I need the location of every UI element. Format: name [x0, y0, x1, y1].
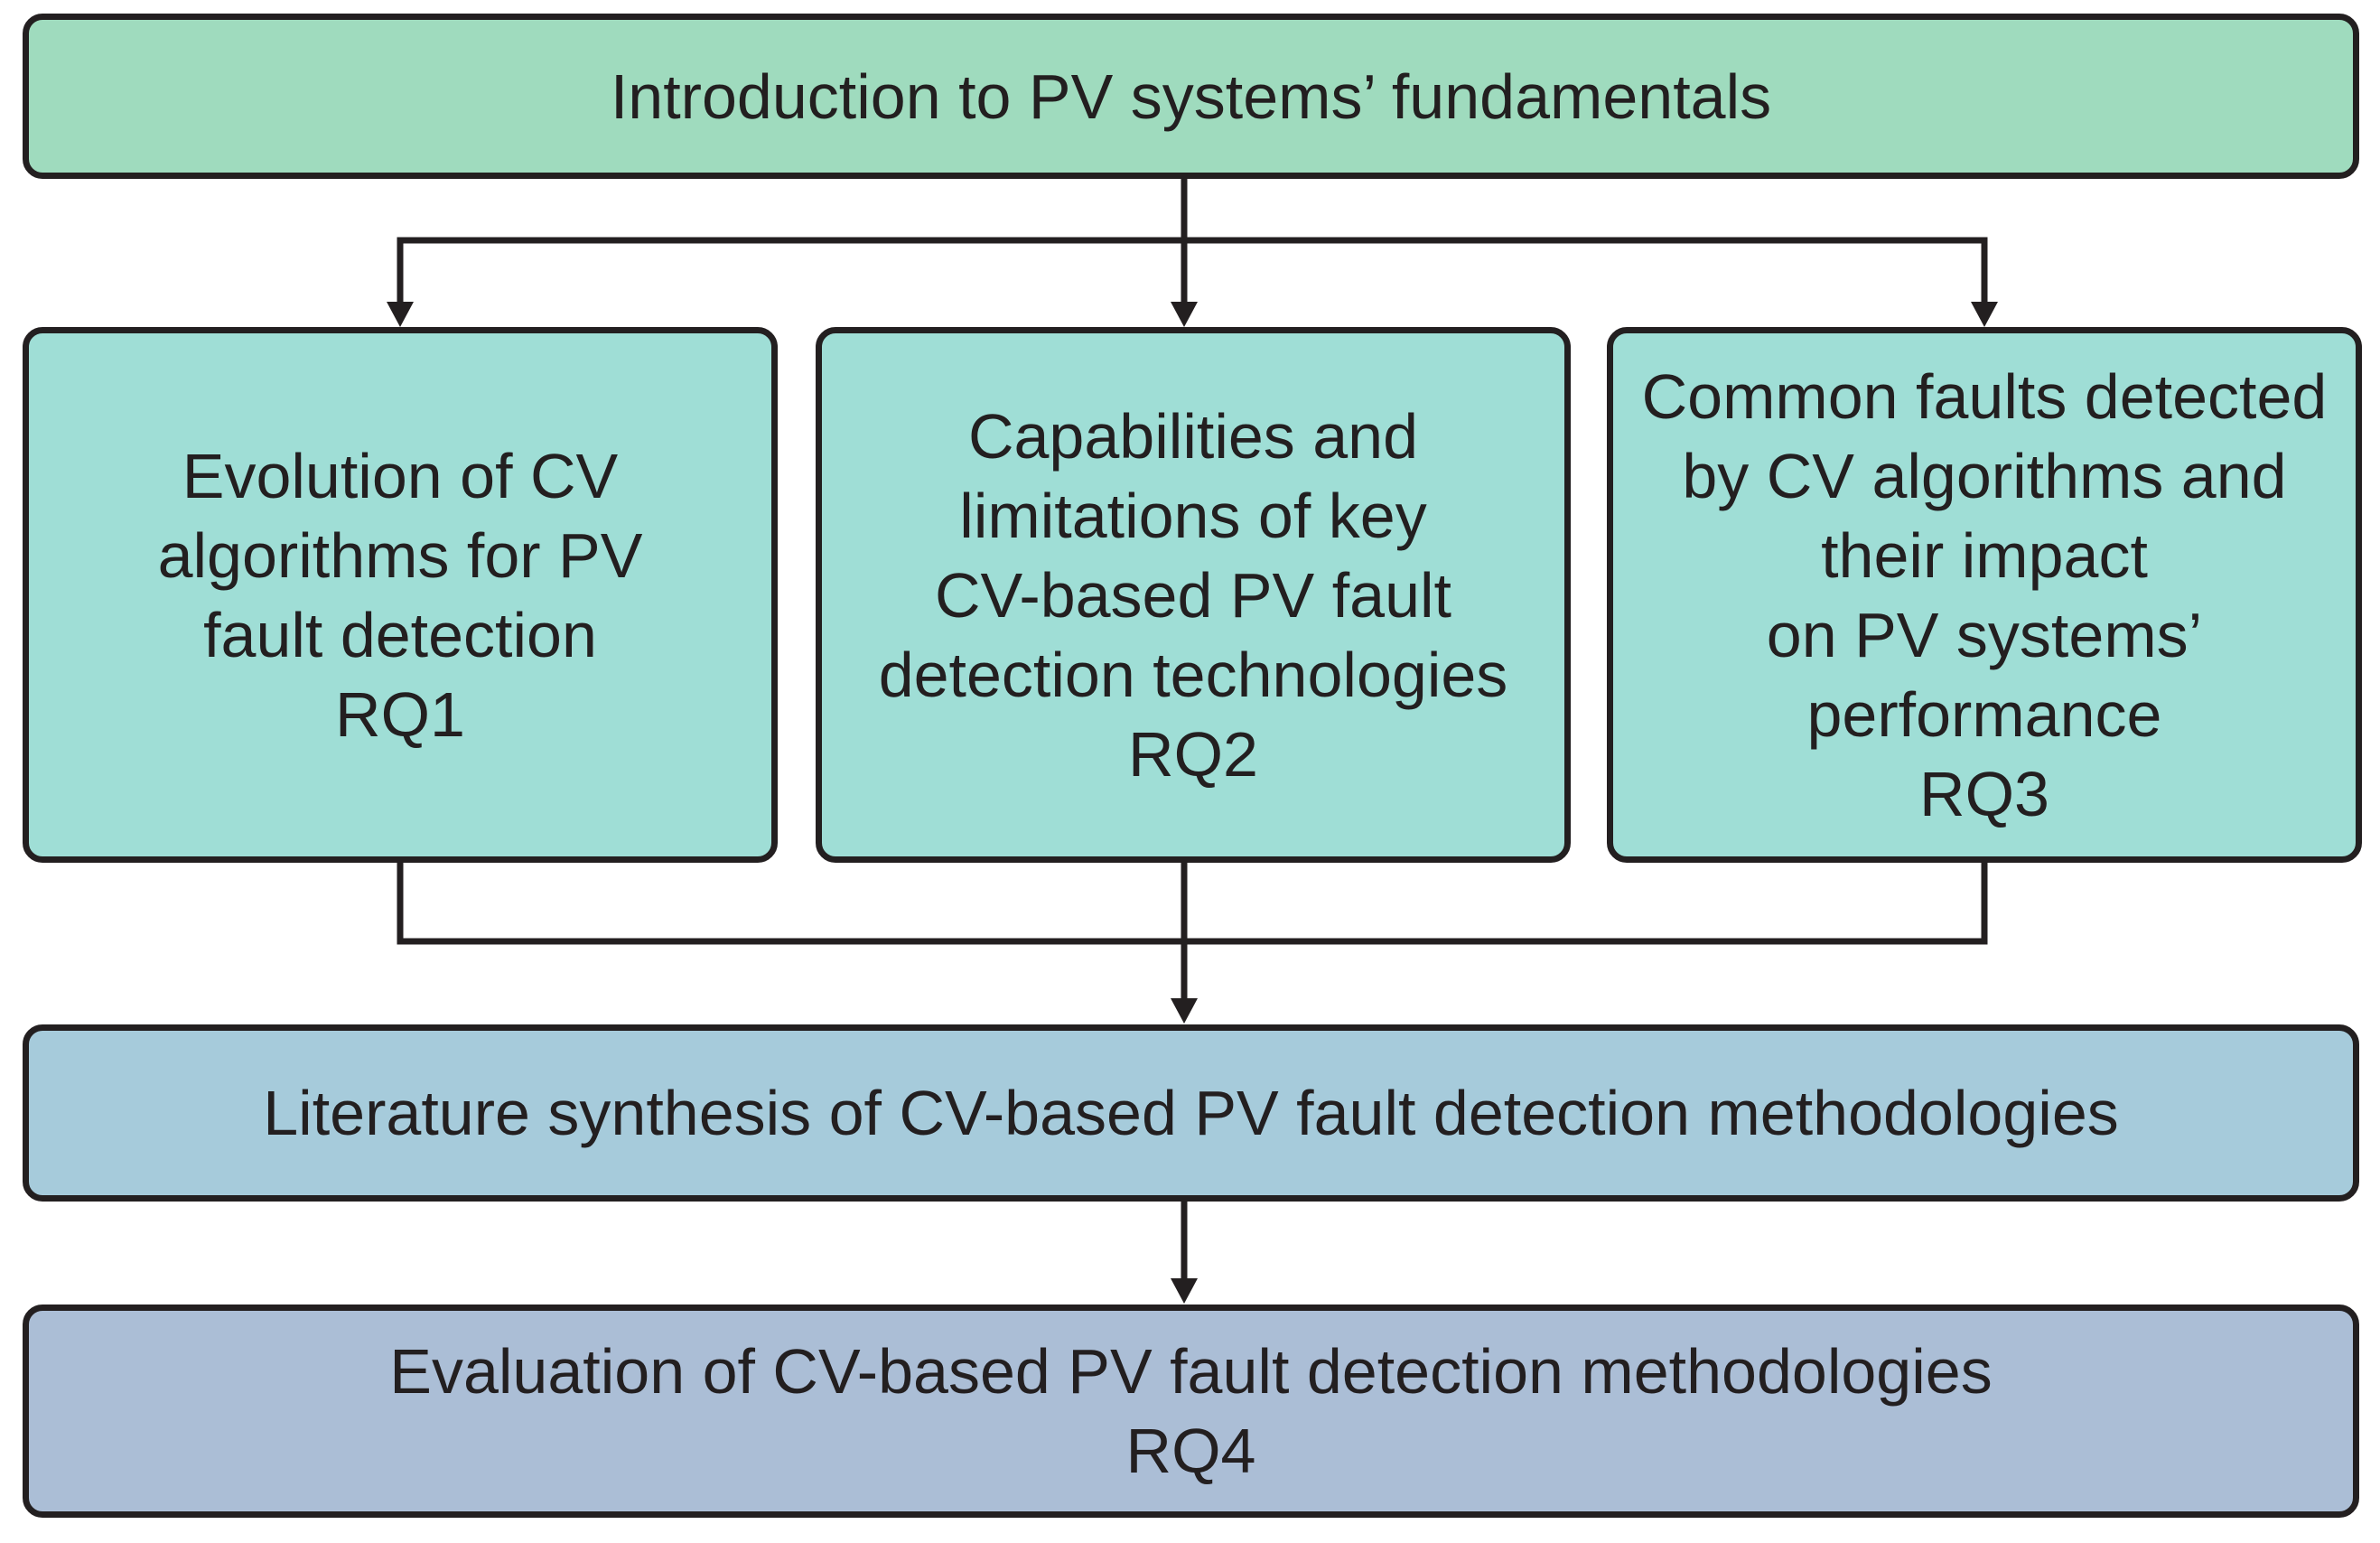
evaluation-box: Evaluation of CV-based PV fault detectio…: [23, 1305, 2359, 1518]
rq1-text: Evolution of CV algorithms for PV fault …: [158, 436, 643, 754]
rq3-line: Common faults detected: [1641, 360, 2328, 432]
evaluation-text: Evaluation of CV-based PV fault detectio…: [389, 1332, 1992, 1491]
rq1-line: Evolution of CV: [182, 440, 619, 511]
rq1-line: algorithms for PV: [157, 519, 643, 591]
evaluation-line: Evaluation of CV-based PV fault detectio…: [389, 1336, 1993, 1407]
synthesis-box: Literature synthesis of CV-based PV faul…: [23, 1024, 2359, 1202]
synthesis-text: Literature synthesis of CV-based PV faul…: [263, 1073, 2119, 1153]
arrowhead-rq3: [1971, 302, 1998, 327]
intro-line: Introduction to PV systems’ fundamentals: [610, 61, 1772, 132]
rq3-line: performance: [1806, 678, 2162, 750]
rq2-label: RQ2: [1128, 718, 1258, 790]
arrowhead-rq1: [387, 302, 414, 327]
intro-text: Introduction to PV systems’ fundamentals: [611, 57, 1771, 136]
rq3-label: RQ3: [1919, 758, 2049, 829]
arrowhead-synthesis: [1171, 998, 1198, 1024]
rq3-line: their impact: [1821, 519, 2148, 591]
intro-box: Introduction to PV systems’ fundamentals: [23, 14, 2359, 179]
synthesis-line: Literature synthesis of CV-based PV faul…: [263, 1078, 2119, 1148]
rq3-line: by CV algorithms and: [1682, 440, 2287, 511]
rq3-text: Common faults detected by CV algorithms …: [1642, 357, 2328, 834]
rq2-line: Capabilities and: [967, 400, 1419, 472]
rq2-line: limitations of key: [959, 480, 1427, 551]
rq1-label: RQ1: [335, 678, 465, 750]
rq2-box: Capabilities and limitations of key CV-b…: [816, 327, 1571, 863]
rq2-line: detection technologies: [878, 639, 1508, 710]
rq2-line: CV-based PV fault: [935, 559, 1451, 631]
rq1-box: Evolution of CV algorithms for PV fault …: [23, 327, 778, 863]
evaluation-label: RQ4: [1125, 1416, 1256, 1486]
arrowhead-rq2: [1171, 302, 1198, 327]
rq1-line: fault detection: [203, 599, 597, 670]
rq2-text: Capabilities and limitations of key CV-b…: [879, 397, 1508, 794]
rq3-line: on PV systems’: [1766, 599, 2203, 670]
rq3-box: Common faults detected by CV algorithms …: [1607, 327, 2362, 863]
arrowhead-evaluation: [1171, 1278, 1198, 1304]
